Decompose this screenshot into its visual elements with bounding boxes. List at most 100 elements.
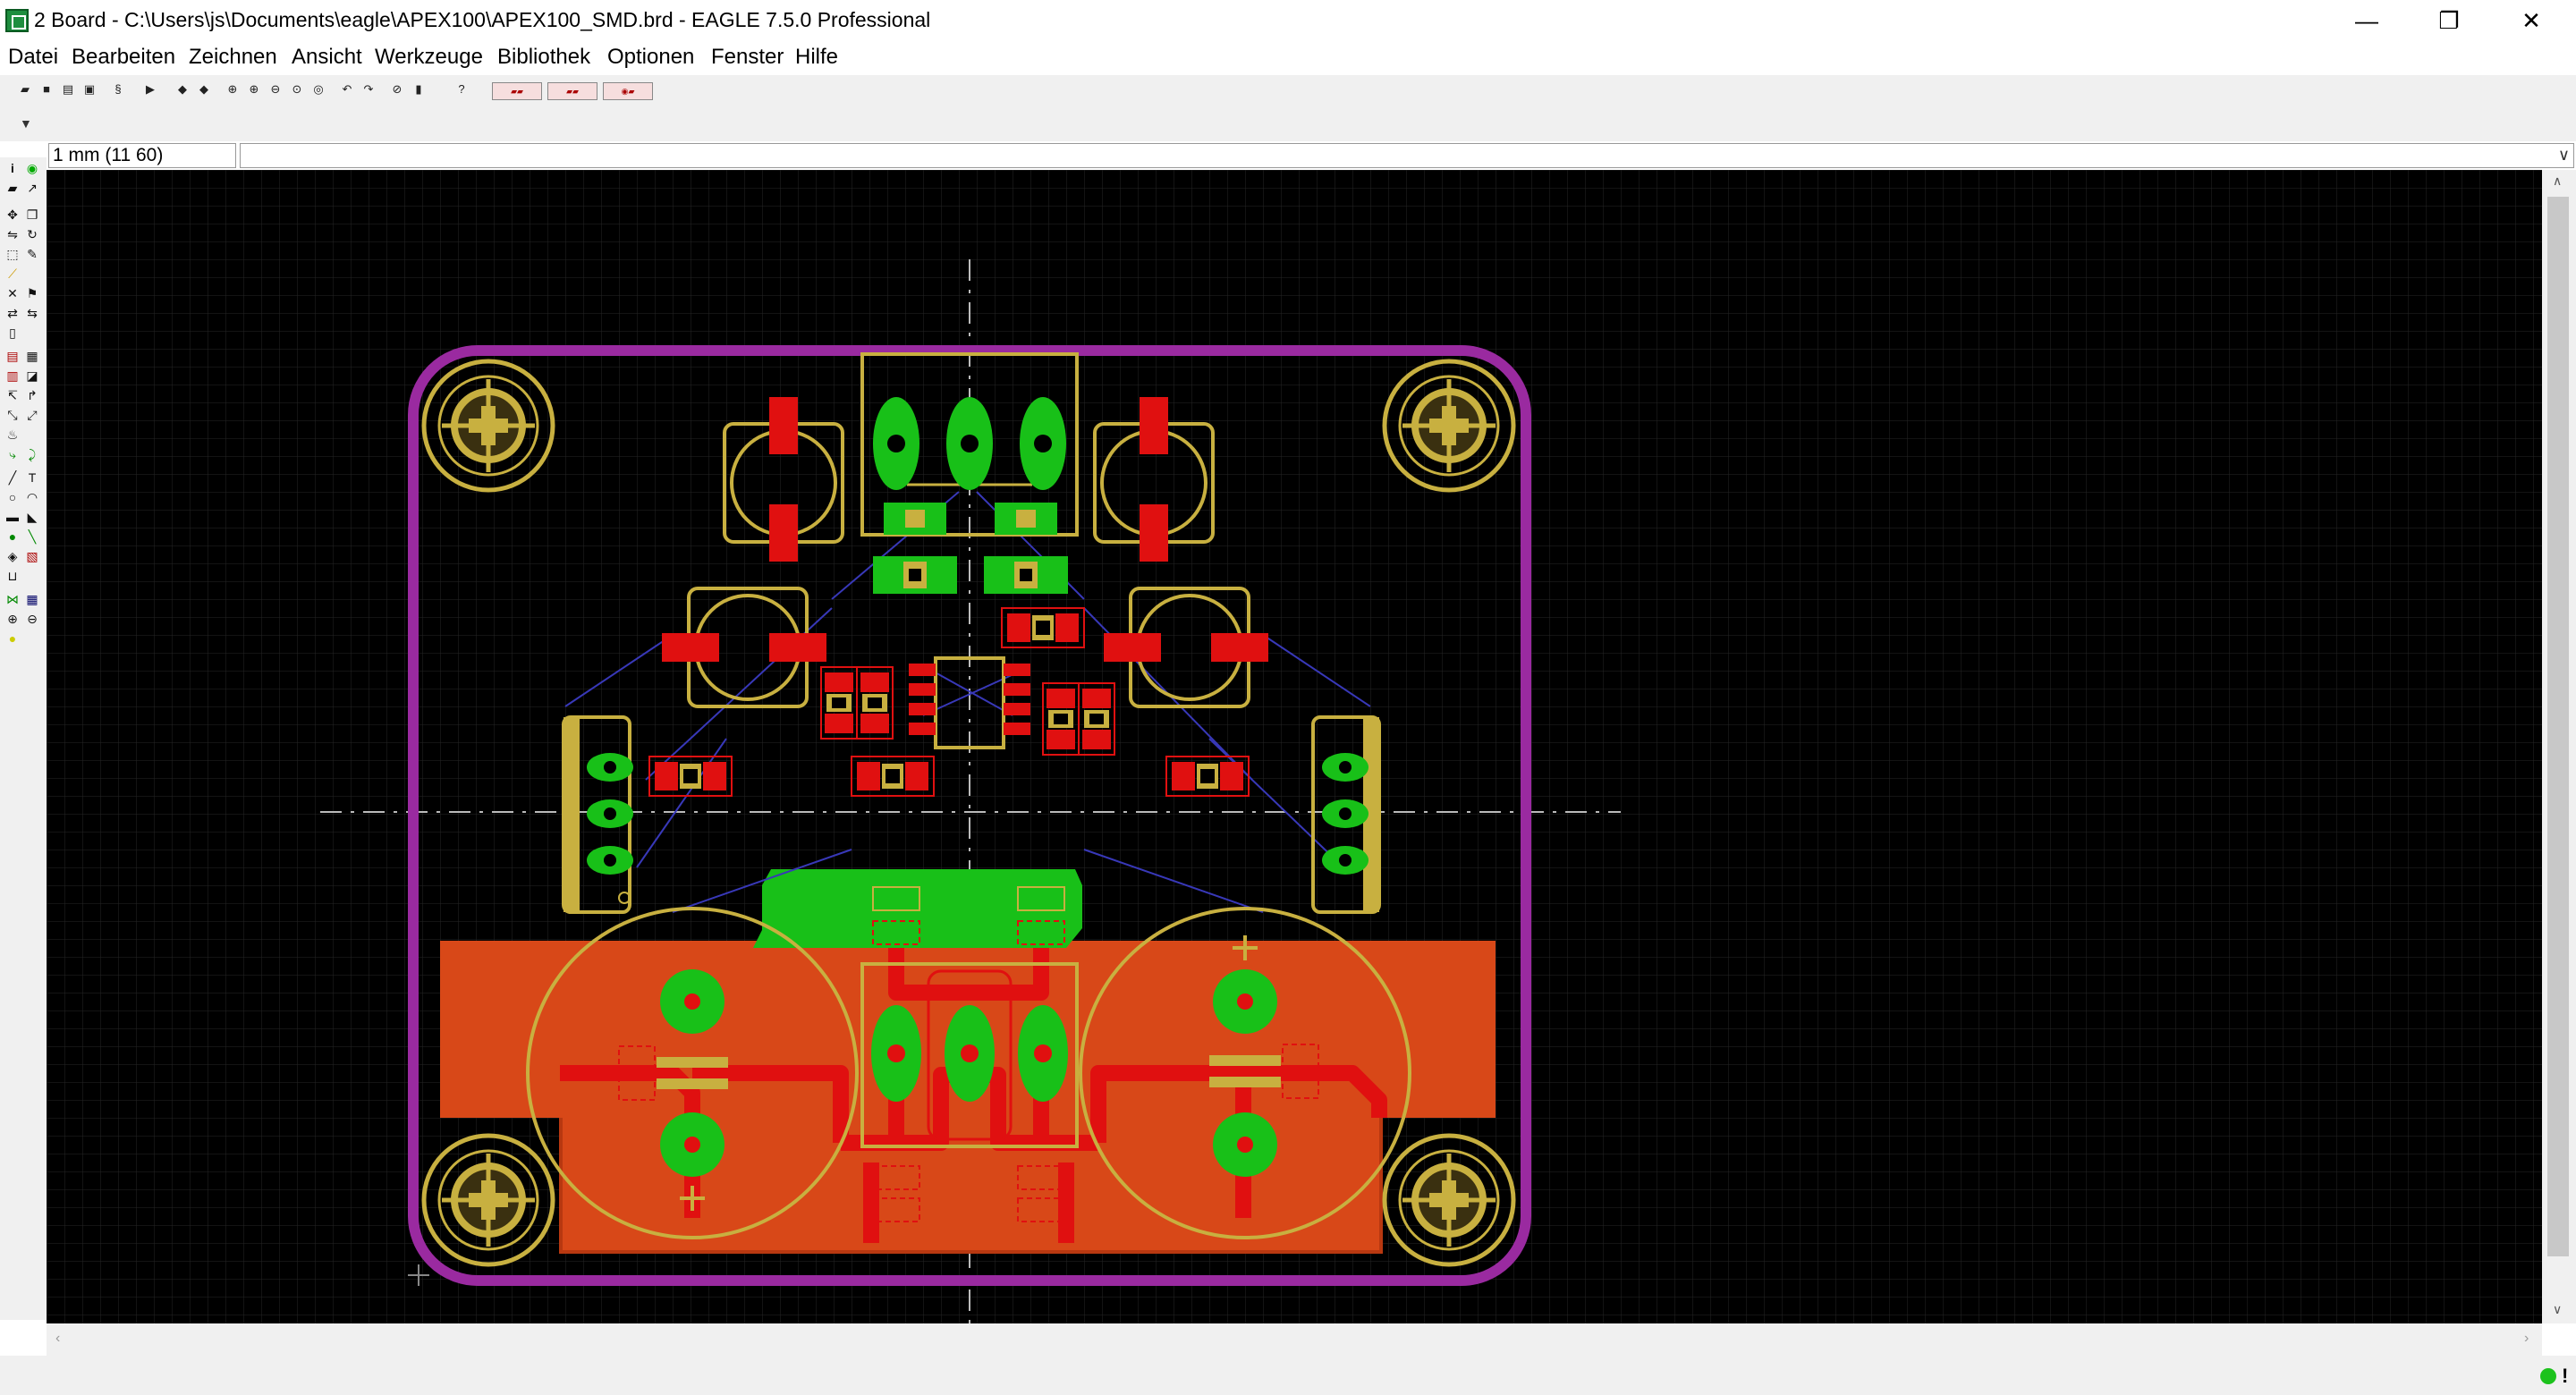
menu-hilfe[interactable]: Hilfe (795, 45, 839, 69)
erc-icon[interactable]: ⊕ (7, 612, 18, 626)
help-icon[interactable]: ? (458, 82, 465, 96)
scroll-up-icon[interactable]: ∧ (2553, 173, 2563, 188)
add-icon[interactable]: ⚑ (26, 286, 38, 300)
split-icon[interactable]: ↸ (7, 388, 18, 402)
status-alert-icon[interactable]: ! (2562, 1365, 2569, 1387)
menu-ansicht[interactable]: Ansicht (292, 45, 362, 69)
mark-icon[interactable]: ↗ (27, 181, 38, 195)
menu-optionen[interactable]: Optionen (607, 45, 695, 69)
scroll-left-icon[interactable]: ‹ (55, 1331, 61, 1346)
command-line-input[interactable]: ∨ (240, 143, 2574, 168)
command-history-dropdown-icon[interactable]: ∨ (2557, 146, 2570, 164)
redraw-icon[interactable]: ◎ (313, 82, 324, 96)
right-connector (1311, 715, 1381, 914)
arc-icon[interactable]: ◠ (26, 490, 38, 504)
redo-icon[interactable]: ↷ (363, 82, 374, 96)
vertical-scrollbar[interactable]: ∧ ∨ (2542, 170, 2576, 1323)
horizontal-scrollbar[interactable]: ‹ › (47, 1323, 2542, 1356)
ripup-icon[interactable]: ⤢ (27, 408, 38, 422)
mirror-icon[interactable]: ⇋ (7, 227, 18, 241)
rect-icon[interactable]: ▬ (6, 510, 19, 524)
menu-fenster[interactable]: Fenster (711, 45, 784, 69)
menu-zeichnen[interactable]: Zeichnen (189, 45, 277, 69)
vertical-scroll-thumb[interactable] (2547, 197, 2569, 1256)
auto-icon[interactable]: ▦ (26, 592, 38, 606)
coordinate-readout: 1 mm (11 60) (48, 143, 236, 168)
minimize-button[interactable]: — (2326, 0, 2408, 41)
pour-edge (559, 1118, 1383, 1254)
top-copper-fill (753, 869, 1082, 948)
scroll-right-icon[interactable]: › (2524, 1331, 2529, 1346)
display-icon[interactable]: ▰ (7, 181, 18, 195)
design-link-icon[interactable]: ▰▰ (492, 82, 542, 100)
board-outline (408, 345, 1531, 1286)
layer-dropdown-icon[interactable]: ▼ (20, 116, 32, 131)
menu-bearbeiten[interactable]: Bearbeiten (72, 45, 176, 69)
optimize-icon[interactable]: ↱ (27, 388, 38, 402)
big-cap-right (1079, 907, 1411, 1239)
polygon-icon[interactable]: ◣ (27, 510, 38, 524)
zoom-out-icon[interactable]: ⊖ (270, 82, 281, 96)
value-icon[interactable]: ▦ (26, 349, 38, 363)
window-title: 2 Board - C:\Users\js\Documents\eagle\AP… (34, 8, 931, 31)
restore-button[interactable]: ❐ (2408, 0, 2490, 41)
name-icon[interactable]: ▤ (6, 349, 19, 363)
ulp-icon[interactable]: ◆ (199, 82, 208, 96)
ratsnest-icon[interactable]: ⋈ (6, 592, 19, 606)
copy-icon[interactable]: ❐ (26, 207, 38, 222)
menu-datei[interactable]: Datei (8, 45, 59, 69)
undo-icon[interactable]: ↶ (342, 82, 352, 96)
miter-icon[interactable]: ◪ (26, 368, 38, 383)
zoom-in-icon[interactable]: ⊕ (249, 82, 259, 96)
command-toolbar: i ◉ ▰ ↗ ✥ ❐ ⇋ ↻ ⬚ ✎ ⟋ ✕ ⚑ ⇄ ⇆ ▯ ▤ ▦ ▥ ◪ … (0, 157, 47, 1320)
mounting-hole-bottom-right (1385, 1136, 1513, 1264)
smash-icon[interactable]: ▥ (6, 368, 19, 383)
replace-icon[interactable]: ⇆ (27, 306, 38, 320)
zoom-select-icon[interactable]: ⊙ (292, 82, 302, 96)
scroll-down-icon[interactable]: ∨ (2553, 1302, 2563, 1316)
run-icon[interactable]: ▶ (146, 82, 155, 96)
cap-mid-left (662, 587, 826, 708)
center-ic (909, 656, 1030, 749)
go-icon[interactable]: ▮ (415, 82, 422, 96)
autorouter-icon[interactable]: ⤷ (9, 447, 16, 461)
ulp-icon[interactable]: ◆ (178, 82, 187, 96)
mounting-hole-top-right (1385, 361, 1513, 490)
lock-icon[interactable]: ▯ (9, 326, 16, 340)
text-icon[interactable]: T (28, 470, 37, 485)
show-icon[interactable]: ◉ (26, 161, 38, 175)
pinswap-icon[interactable]: ⇄ (7, 306, 18, 320)
route-icon[interactable]: ⤡ (7, 408, 18, 422)
board-editor-canvas[interactable] (47, 170, 2542, 1323)
circle-icon[interactable]: ○ (8, 490, 17, 504)
paste-icon[interactable]: ⟋ (8, 266, 17, 281)
info-icon[interactable]: i (11, 161, 14, 175)
group-icon[interactable]: ⬚ (6, 247, 19, 261)
close-button[interactable]: ✕ (2490, 0, 2572, 41)
via-icon[interactable]: ● (8, 529, 17, 544)
open-icon[interactable]: ▰ (21, 82, 30, 96)
hole-icon[interactable]: ◈ (7, 549, 18, 563)
pcb-quote-icon[interactable]: ▰▰ (547, 82, 597, 100)
drc-icon[interactable]: ⊖ (27, 612, 38, 626)
delete-icon[interactable]: ✕ (7, 286, 18, 300)
change-icon[interactable]: ✎ (27, 247, 38, 261)
export-3d-icon[interactable]: ◉▰ (603, 82, 653, 100)
menu-bibliothek[interactable]: Bibliothek (497, 45, 591, 69)
menu-werkzeuge[interactable]: Werkzeuge (375, 45, 483, 69)
zoom-fit-icon[interactable]: ⊕ (227, 82, 238, 96)
wire-icon[interactable]: ╱ (8, 470, 17, 485)
signal-icon[interactable]: ╲ (28, 529, 37, 544)
follow-me-icon[interactable]: ⤸ (28, 447, 37, 461)
attribute-icon[interactable]: ▧ (26, 549, 38, 563)
errors-icon[interactable]: ● (8, 631, 17, 646)
stop-icon[interactable]: ⊘ (392, 82, 402, 96)
dimension-icon[interactable]: ⊔ (7, 569, 18, 583)
print-icon[interactable]: ▤ (62, 82, 74, 96)
rotate-icon[interactable]: ↻ (27, 227, 38, 241)
ripup-all-icon[interactable]: ♨ (6, 427, 19, 442)
script-icon[interactable]: § (114, 82, 122, 96)
move-icon[interactable]: ✥ (7, 207, 18, 222)
save-icon[interactable]: ■ (43, 82, 50, 96)
cam-icon[interactable]: ▣ (83, 82, 96, 96)
